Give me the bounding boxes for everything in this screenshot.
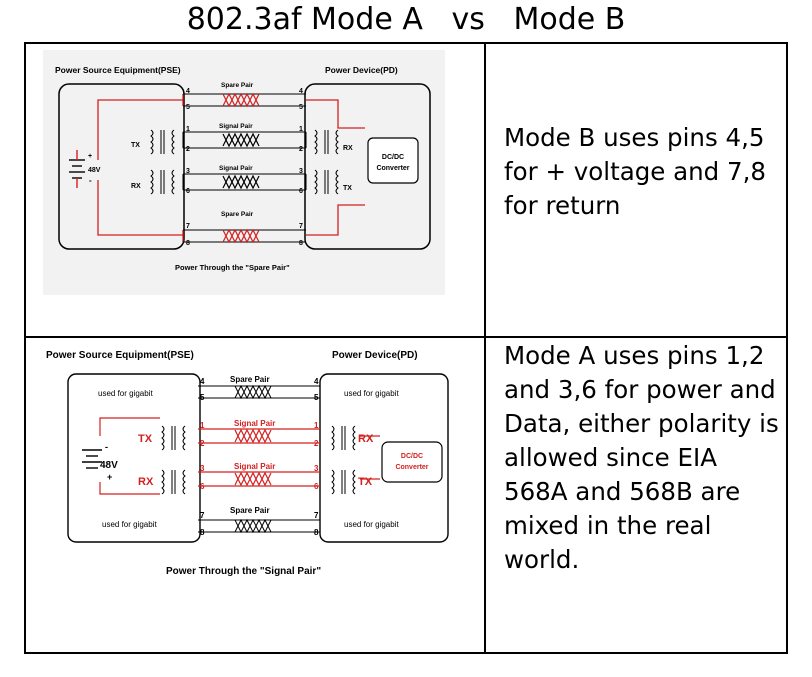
pin-numbers-right: 4 5 1 2 3 6 7 8 [314,377,319,537]
svg-text:2: 2 [200,439,205,448]
pd-box [304,83,431,250]
pse-box [67,373,201,543]
converter-label-2: Converter [395,464,428,471]
svg-text:5: 5 [314,393,319,402]
diagram-caption: Power Through the "Spare Pair" [175,263,290,272]
svg-text:1: 1 [299,126,303,133]
tx-right-label: TX [358,476,373,488]
pair-label-3: Signal Pair [234,462,275,471]
rx-left-label: RX [131,183,141,190]
svg-text:4: 4 [200,377,205,386]
svg-text:3: 3 [314,464,319,473]
pse-label: Power Source Equipment(PSE) [55,65,181,75]
svg-text:8: 8 [200,528,205,537]
battery-voltage: 48V [88,167,101,174]
converter-label-1: DC/DC [382,154,404,161]
pair-label-3: Signal Pair [219,165,253,172]
table-column-divider [484,42,486,654]
power-wires [99,417,380,495]
svg-text:4: 4 [299,88,303,95]
twisted-pair-symbols [222,92,260,244]
signal-twist-symbols [222,132,260,190]
svg-text:5: 5 [186,104,190,111]
pse-box [58,83,185,250]
svg-text:3: 3 [186,168,190,175]
pair-label-2: Signal Pair [219,123,253,130]
gigabit-label-bottom-right: used for gigabit [344,520,399,529]
gigabit-label-top-right: used for gigabit [344,389,399,398]
svg-text:1: 1 [186,126,190,133]
svg-text:4: 4 [314,377,319,386]
pd-box [319,373,449,543]
converter-label-1: DC/DC [401,453,423,460]
battery-plus: + [107,472,112,482]
battery-voltage: 48V [100,460,118,471]
svg-text:8: 8 [186,240,190,247]
gigabit-label-top-left: used for gigabit [98,389,153,398]
svg-text:6: 6 [314,482,319,491]
rx-right-label: RX [343,145,353,152]
svg-text:7: 7 [200,511,205,520]
comparison-table [24,42,788,654]
battery-minus: - [89,176,92,185]
svg-text:7: 7 [186,223,190,230]
gigabit-label-bottom-left: used for gigabit [102,520,157,529]
tx-left-label: TX [138,433,153,445]
svg-text:3: 3 [200,464,205,473]
svg-text:8: 8 [299,240,303,247]
svg-text:3: 3 [299,168,303,175]
svg-text:7: 7 [299,223,303,230]
rx-left-label: RX [138,476,154,488]
svg-text:2: 2 [186,146,190,153]
power-wires [97,94,365,242]
svg-text:6: 6 [200,482,205,491]
pair-label-top: Spare Pair [230,375,270,384]
pd-label: Power Device(PD) [325,65,398,75]
battery-icon [69,150,85,188]
mode-b-wiring-diagram: Power Source Equipment(PSE) Power Device… [43,50,445,295]
dc-dc-converter [381,441,443,483]
svg-text:5: 5 [200,393,205,402]
battery-minus: - [105,442,108,452]
pair-label-bottom: Spare Pair [230,506,270,515]
pair-label-bottom: Spare Pair [221,211,254,218]
mode-a-description: Mode A uses pins 1,2 and 3,6 for power a… [504,341,779,574]
table-row-divider [24,336,788,338]
spare-wires [198,384,320,534]
transformer-icons [150,129,339,195]
battery-plus: + [88,153,92,160]
pin-numbers-left: 4 5 1 2 3 6 7 8 [200,377,205,537]
page-title: 802.3af Mode A vs Mode B [186,2,626,37]
svg-text:7: 7 [314,511,319,520]
transformer-icons [161,425,356,495]
mode-b-description: Mode B uses pins 4,5 for + voltage and 7… [504,123,766,220]
svg-text:2: 2 [314,439,319,448]
pair-label-2: Signal Pair [234,419,275,428]
battery-icon [82,449,102,469]
svg-text:6: 6 [299,188,303,195]
pin-numbers-left: 4 5 1 2 3 6 7 8 [186,88,190,247]
svg-text:4: 4 [186,88,190,95]
rx-right-label: RX [358,433,374,445]
svg-text:1: 1 [200,421,205,430]
svg-text:1: 1 [314,421,319,430]
pd-label: Power Device(PD) [332,350,418,361]
svg-text:6: 6 [186,188,190,195]
svg-text:5: 5 [299,104,303,111]
signal-wires [182,93,307,243]
converter-label-2: Converter [376,165,409,172]
svg-text:2: 2 [299,146,303,153]
diagram-caption: Power Through the "Signal Pair" [166,566,321,577]
pair-label-top: Spare Pair [221,82,254,89]
tx-left-label: TX [131,142,140,149]
dc-dc-converter [367,137,419,184]
svg-text:8: 8 [314,528,319,537]
mode-a-wiring-diagram: Power Source Equipment(PSE) Power Device… [30,342,476,604]
pse-label: Power Source Equipment(PSE) [46,350,194,361]
pin-numbers-right: 4 5 1 2 3 6 7 8 [299,88,303,247]
tx-right-label: TX [343,185,352,192]
